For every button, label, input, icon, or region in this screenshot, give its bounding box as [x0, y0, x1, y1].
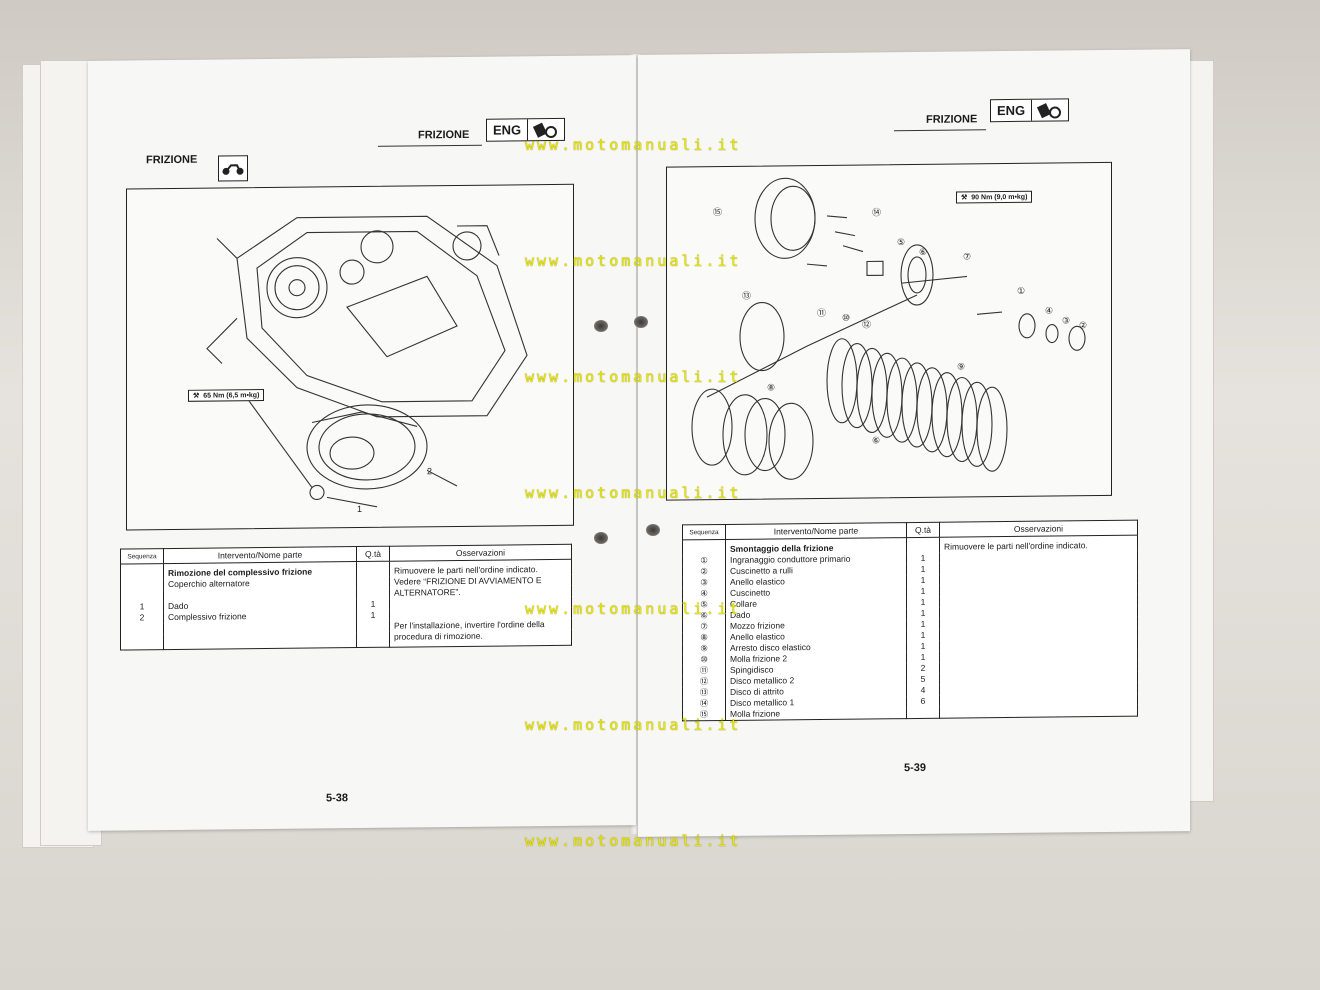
left-sequence-table: Sequenza Intervento/Nome parte Q.tà Osse…	[120, 543, 572, 651]
right-page: FRIZIONE ENG	[638, 49, 1190, 837]
left-page: FRIZIONE ENG FRIZIONE	[88, 55, 636, 831]
callout-14: ⑨	[957, 362, 965, 372]
punch-hole	[594, 532, 608, 544]
left-engine-diagram: 2 1	[126, 183, 574, 531]
callout-18: ⑭	[872, 207, 881, 218]
punch-hole	[646, 524, 660, 536]
callout-6: ⑥	[919, 248, 927, 258]
motorcycle-icon	[218, 155, 248, 182]
callout-1: 1	[357, 504, 362, 514]
eng-label: ENG	[487, 119, 529, 141]
watermark: www.motomanuali.it	[525, 832, 742, 850]
wrench-icon: ⚒	[961, 194, 968, 202]
remarks-cell: Rimuovere le parti nell'ordine indicato.	[939, 535, 1138, 719]
callout-16: ⑧	[767, 383, 775, 393]
wrench-icon: ⚒	[193, 392, 200, 400]
punch-hole	[594, 320, 608, 332]
watermark: www.motomanuali.it	[525, 368, 742, 386]
engine-clutch-drawing: 2 1	[206, 215, 528, 514]
callout-2: ②	[1079, 321, 1087, 331]
right-header-title: FRIZIONE	[926, 113, 978, 126]
right-eng-badge: ENG	[990, 98, 1070, 123]
left-header-title: FRIZIONE	[418, 128, 470, 142]
left-torque-spec: ⚒65 Nm (6,5 m•kg)	[188, 389, 265, 402]
watermark: www.motomanuali.it	[525, 716, 742, 734]
right-header-rule	[894, 129, 986, 132]
left-header-rule	[378, 144, 482, 147]
callout-4: ④	[1045, 307, 1053, 317]
callout-3: ③	[1062, 316, 1070, 326]
left-eng-badge: ENG	[486, 117, 566, 142]
eng-clutch-icon	[528, 119, 564, 140]
right-clutch-exploded-diagram: ⑮ ⑭ ⑤ ⑥ ⑦ ① ④ ③ ② ⑬ ⑪ ⑩ ⑫ ⑧ ⑨ ⑥	[666, 161, 1112, 501]
col-header-sequence: Sequenza	[682, 524, 726, 540]
callout-19: ⑮	[713, 207, 722, 218]
callout-2: 2	[427, 466, 432, 476]
watermark: www.motomanuali.it	[525, 252, 742, 270]
clutch-exploded-drawing: ⑮ ⑭ ⑤ ⑥ ⑦ ① ④ ③ ② ⑬ ⑪ ⑩ ⑫ ⑧ ⑨ ⑥	[691, 177, 1087, 480]
callout-1: ①	[1017, 287, 1025, 297]
callout-13: ⑥	[872, 436, 880, 446]
callout-15a: ⑪	[817, 308, 826, 319]
punch-hole	[634, 316, 648, 328]
watermark: www.motomanuali.it	[525, 136, 742, 154]
callout-15b: ⑫	[862, 319, 871, 330]
col-header-sequence: Sequenza	[120, 548, 164, 565]
callout-12a: ⑩	[842, 314, 850, 324]
watermark: www.motomanuali.it	[525, 600, 742, 618]
watermark: www.motomanuali.it	[525, 484, 742, 502]
right-sequence-table: Sequenza Intervento/Nome parte Q.tà Osse…	[682, 519, 1138, 722]
left-page-number: 5-38	[326, 792, 349, 805]
eng-label: ENG	[991, 99, 1033, 122]
callout-7: ⑦	[963, 252, 971, 262]
callout-17: ⑬	[742, 291, 751, 302]
left-section-title: FRIZIONE	[146, 153, 198, 167]
callout-5: ⑤	[897, 238, 905, 248]
right-torque-spec: ⚒90 Nm (9,0 m•kg)	[956, 190, 1033, 204]
left-torque-value: 65 Nm (6,5 m•kg)	[203, 392, 260, 400]
eng-clutch-icon	[1032, 99, 1068, 120]
right-page-number: 5-39	[904, 761, 927, 775]
right-torque-value: 90 Nm (9,0 m•kg)	[971, 193, 1028, 202]
col-header-qty: Q.tà	[906, 522, 940, 538]
table-row: procedura di rimozione.	[120, 629, 572, 651]
col-header-qty: Q.tà	[356, 546, 390, 562]
